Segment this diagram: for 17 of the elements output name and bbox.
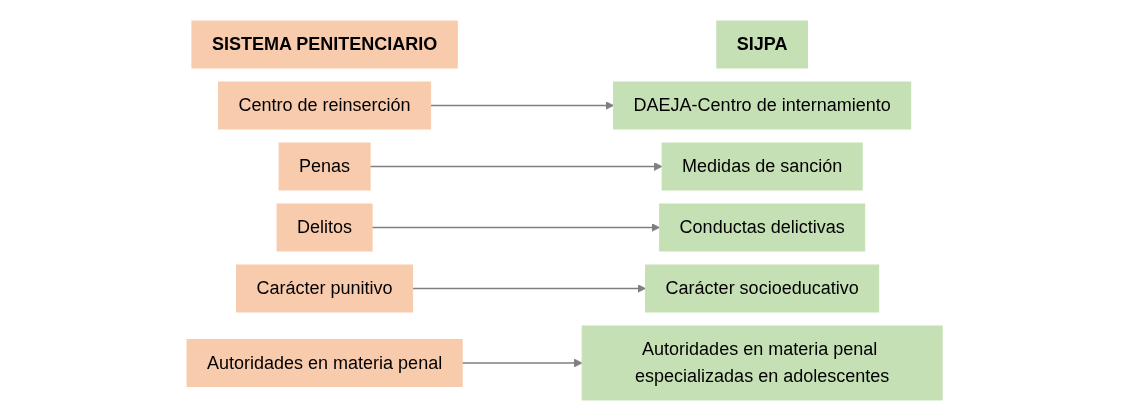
node-box: Penas — [278, 142, 371, 190]
arrow — [429, 100, 614, 110]
arrow — [369, 161, 663, 171]
node-box: SISTEMA PENITENCIARIO — [191, 20, 458, 68]
node-box: Carácter punitivo — [235, 264, 414, 312]
arrow — [411, 283, 646, 293]
node-box: Conductas delictivas — [659, 203, 866, 251]
arrow — [371, 222, 660, 232]
node-box: Autoridades en materia penal especializadas en adolescentes — [581, 325, 943, 400]
node-box: SIJPA — [716, 20, 808, 68]
node-box: Centro de reinserción — [217, 81, 432, 129]
node-box: Medidas de sanción — [661, 142, 863, 190]
node-box: Carácter socioeducativo — [645, 264, 880, 312]
node-box: Delitos — [276, 203, 373, 251]
arrow — [461, 358, 583, 367]
node-box: DAEJA-Centro de internamiento — [613, 81, 912, 129]
node-box: Autoridades en materia penal — [186, 338, 463, 387]
